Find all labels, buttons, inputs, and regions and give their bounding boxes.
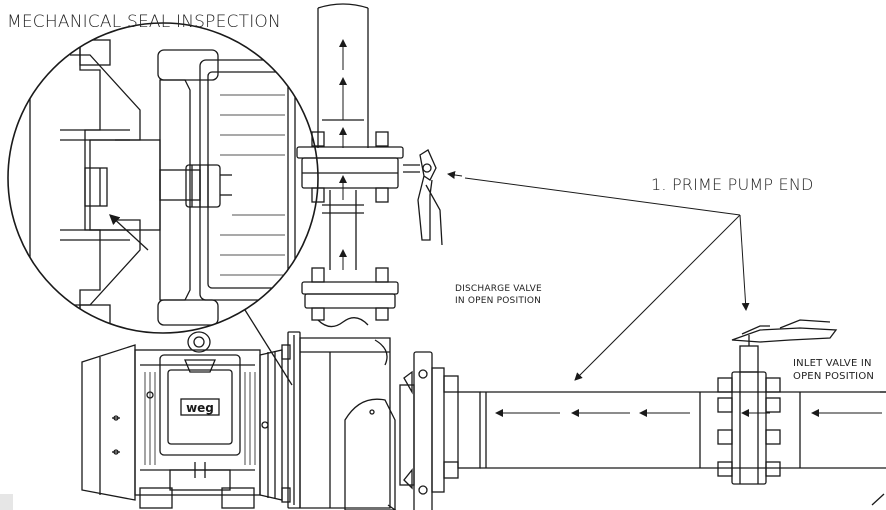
pump-casing xyxy=(281,331,397,510)
discharge-pipe xyxy=(317,3,369,270)
inlet-pipe xyxy=(480,391,886,506)
magnifier-leader-line xyxy=(244,309,293,386)
diagram-title: MECHANICAL SEAL INSPECTION xyxy=(7,12,281,32)
pump-inlet-flange xyxy=(399,351,481,510)
corner-badge xyxy=(0,494,13,510)
inlet-valve xyxy=(717,335,781,485)
motor-fins xyxy=(144,372,256,465)
inlet-valve-label: INLET VALVE IN OPEN POSITION xyxy=(793,357,874,383)
discharge-valve-upper-flange xyxy=(296,131,420,203)
electric-motor xyxy=(81,331,283,509)
prime-callout-arrows xyxy=(447,171,750,381)
discharge-valve-label-line1: DISCHARGE VALVE xyxy=(455,284,542,294)
seal-detail-fins xyxy=(220,94,285,276)
seal-detail-magnifier xyxy=(7,22,319,334)
weg-logo: weg xyxy=(180,398,220,416)
weg-logo-text: weg xyxy=(186,401,214,415)
inlet-valve-label-line1: INLET VALVE IN xyxy=(793,358,872,369)
discharge-valve-label-line2: IN OPEN POSITION xyxy=(455,296,542,306)
prime-pump-end-label: 1. PRIME PUMP END xyxy=(651,175,814,194)
discharge-valve-label: DISCHARGE VALVE IN OPEN POSITION xyxy=(455,283,542,307)
seal-pointer-arrow xyxy=(109,214,149,251)
inlet-valve-label-line2: OPEN POSITION xyxy=(793,371,875,382)
discharge-valve-handle xyxy=(417,149,443,246)
inlet-valve-handle xyxy=(731,319,838,343)
discharge-lower-flange xyxy=(301,267,399,328)
